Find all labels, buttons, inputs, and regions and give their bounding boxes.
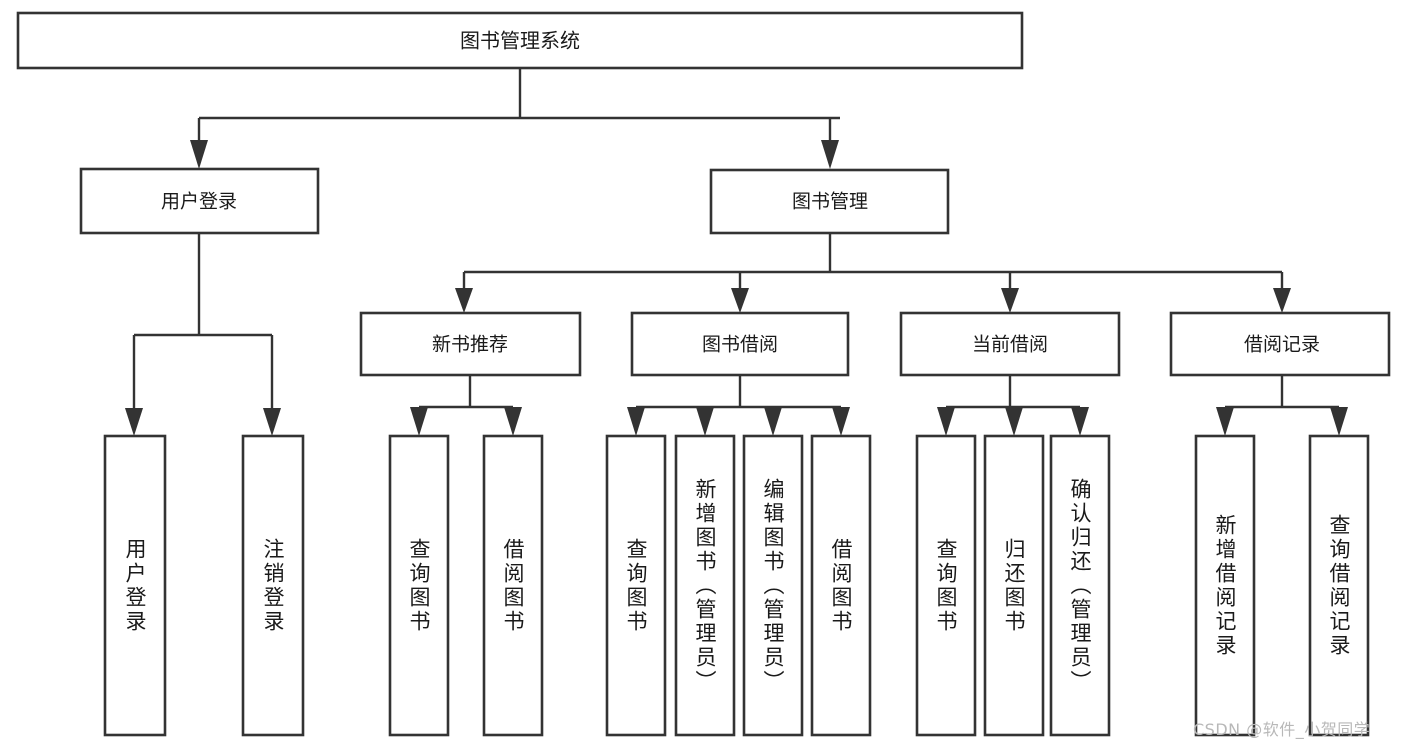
arrowhead-leaf-query-book-recommend — [410, 407, 428, 436]
node-leaf-query-book-recommend-box[interactable] — [388, 434, 450, 737]
node-root-label: 图书管理系统 — [460, 29, 580, 53]
arrowhead-current-borrow — [1001, 288, 1019, 313]
arrowhead-leaf-borrow-book-recommend — [504, 407, 522, 436]
arrowhead-book-management — [821, 140, 839, 169]
arrowhead-leaf-edit-book — [764, 407, 782, 436]
node-new-book-recommend-label: 新书推荐 — [432, 334, 508, 356]
node-leaf-user-login-box[interactable] — [103, 434, 167, 737]
node-leaf-add-record-box[interactable] — [1194, 434, 1256, 737]
arrowhead-leaf-logout — [263, 408, 281, 436]
node-leaf-confirm-return-box[interactable] — [1049, 434, 1111, 737]
node-user-login-box[interactable] — [79, 167, 320, 235]
arrowhead-leaf-query-book-borrow — [627, 407, 645, 436]
node-leaf-logout-box[interactable] — [241, 434, 305, 737]
node-user-login-label: 用户登录 — [161, 191, 237, 213]
arrowhead-leaf-confirm-return — [1071, 407, 1089, 436]
node-borrow-record-label: 借阅记录 — [1244, 334, 1320, 356]
node-book-management-label: 图书管理 — [792, 191, 868, 213]
node-root-box[interactable] — [16, 11, 1024, 70]
node-book-borrow-label: 图书借阅 — [702, 334, 778, 356]
node-leaf-edit-book-box[interactable] — [742, 434, 804, 737]
node-leaf-query-record-box[interactable] — [1308, 434, 1370, 737]
node-book-borrow-box[interactable] — [630, 311, 850, 377]
arrowhead-leaf-query-book-current — [937, 407, 955, 436]
arrowhead-leaf-add-book — [696, 407, 714, 436]
arrowhead-leaf-add-record — [1216, 407, 1234, 436]
arrowhead-leaf-return-book — [1005, 407, 1023, 436]
node-leaf-borrow-book-box[interactable] — [810, 434, 872, 737]
arrowhead-leaf-user-login — [125, 408, 143, 436]
node-current-borrow-box[interactable] — [899, 311, 1121, 377]
node-current-borrow-label: 当前借阅 — [972, 334, 1048, 356]
arrowhead-book-borrow — [731, 288, 749, 313]
arrowhead-new-book-recommend — [455, 288, 473, 313]
connector-layer — [125, 68, 1348, 436]
node-layer: 图书管理系统 用户登录 图书管理 新书推荐 图书借阅 当前借阅 借阅记录 — [16, 11, 1391, 737]
arrowhead-leaf-query-record — [1330, 407, 1348, 436]
arrowhead-borrow-record — [1273, 288, 1291, 313]
node-new-book-recommend-box[interactable] — [359, 311, 582, 377]
node-leaf-return-book-box[interactable] — [983, 434, 1045, 737]
arrowhead-user-login — [190, 140, 208, 169]
node-leaf-add-book-box[interactable] — [674, 434, 736, 737]
arrowhead-leaf-borrow-book — [832, 407, 850, 436]
node-leaf-borrow-book-recommend-box[interactable] — [482, 434, 544, 737]
node-leaf-query-book-borrow-box[interactable] — [605, 434, 667, 737]
node-book-management-box[interactable] — [709, 168, 950, 235]
node-borrow-record-box[interactable] — [1169, 311, 1391, 377]
csdn-watermark: CSDN @软件_小贺同学 — [1193, 720, 1371, 739]
node-leaf-query-book-current-box[interactable] — [915, 434, 977, 737]
